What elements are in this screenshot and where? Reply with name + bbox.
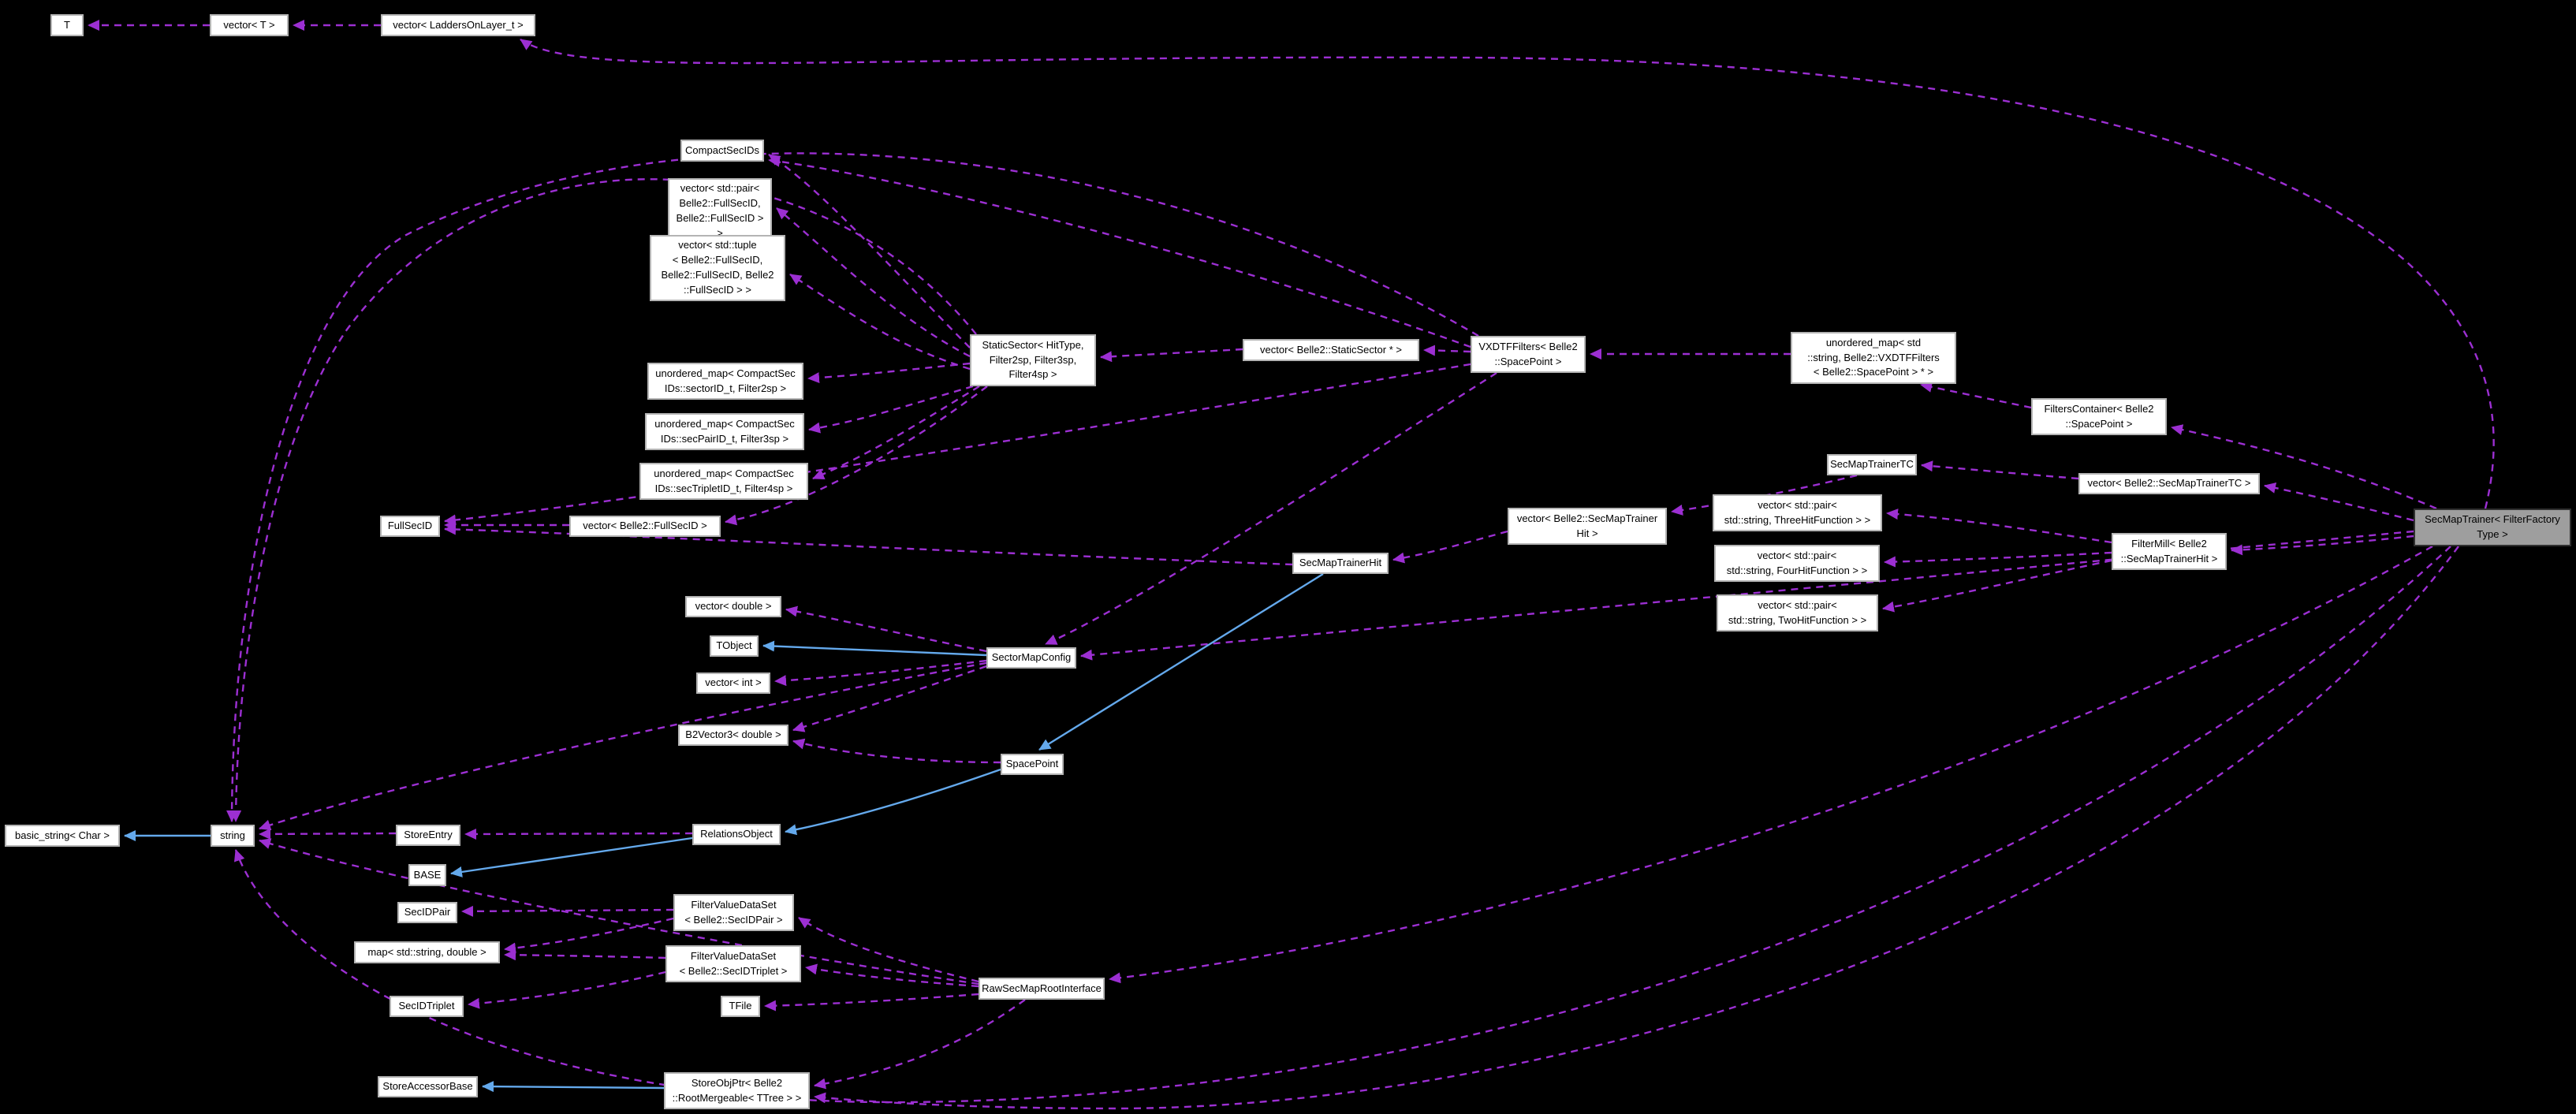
edge-filters-container-to-unordered-map-vxdtffilters bbox=[1920, 381, 2032, 409]
edge-sec-map-trainer-to-string bbox=[234, 546, 2451, 1104]
edge-raw-secmap-root-interface-to-t-file bbox=[764, 993, 979, 1012]
node-raw-secmap-root-interface[interactable]: RawSecMapRootInterface bbox=[979, 978, 1105, 1000]
edge-sec-map-trainer-to-vector-secmaptrainertc bbox=[2264, 482, 2414, 522]
edge-static-sector-to-unordered-map-secpair-filter3sp bbox=[808, 385, 974, 434]
node-unordered-map-secpair-filter3sp[interactable]: unordered_map< CompactSec IDs::secPairID… bbox=[645, 413, 804, 450]
node-vector-double[interactable]: vector< double > bbox=[685, 596, 781, 617]
node-unordered-map-sector-filter2sp[interactable]: unordered_map< CompactSec IDs::sectorID_… bbox=[647, 363, 803, 400]
edge-sec-map-trainer-to-store-obj-ptr bbox=[814, 546, 2459, 1110]
edge-filter-mill-to-vector-pair-threehitfunction bbox=[1886, 509, 2112, 544]
edge-vector-static-sector-ptr-to-static-sector bbox=[1100, 348, 1243, 363]
edge-sec-map-trainer-to-filters-container bbox=[2171, 424, 2437, 510]
edge-static-sector-to-vector-tuple-fullsecid bbox=[789, 273, 971, 371]
edge-raw-secmap-root-interface-to-filtervaluedataset-secidpair bbox=[798, 917, 979, 983]
edge-static-sector-to-unordered-map-sector-filter2sp bbox=[807, 362, 971, 384]
edge-sec-map-trainer-to-filter-mill bbox=[2231, 535, 2414, 556]
node-b2vector3-double[interactable]: B2Vector3< double > bbox=[678, 725, 788, 746]
edge-sec-map-trainer-hit-to-space-point bbox=[1038, 572, 1324, 751]
edge-raw-secmap-root-interface-to-string bbox=[259, 838, 979, 985]
edge-vxdtf-filters-to-string bbox=[226, 152, 1479, 822]
edge-filter-mill-to-vector-pair-twohitfunction bbox=[1882, 559, 2112, 613]
node-sec-id-triplet[interactable]: SecIDTriplet bbox=[390, 996, 464, 1017]
node-compact-sec-ids[interactable]: CompactSecIDs bbox=[680, 140, 764, 162]
node-basic-string-char[interactable]: basic_string< Char > bbox=[5, 825, 120, 847]
edge-sector-map-config-to-b2vector3-double bbox=[792, 665, 987, 732]
edge-vector-secmaptrainerhit-to-sec-map-trainer-hit bbox=[1392, 530, 1508, 564]
edge-relations-object-to-store-entry bbox=[464, 828, 693, 840]
node-vector-t[interactable]: vector< T > bbox=[210, 14, 289, 36]
edge-static-sector-to-unordered-map-sectriplet-filter4sp bbox=[812, 385, 980, 480]
node-vector-pair-fourhitfunction[interactable]: vector< std::pair< std::string, FourHitF… bbox=[1714, 545, 1880, 582]
edge-filtervaluedataset-secidpair-to-map-string-double bbox=[504, 917, 674, 954]
node-vector-int[interactable]: vector< int > bbox=[696, 672, 770, 694]
node-relations-object[interactable]: RelationsObject bbox=[692, 824, 781, 845]
edge-filtervaluedataset-secidtriplet-to-sec-id-triplet bbox=[468, 971, 666, 1009]
edge-vxdtf-filters-to-compact-sec-ids bbox=[768, 155, 1471, 348]
node-store-entry[interactable]: StoreEntry bbox=[396, 825, 460, 846]
node-unordered-map-sectriplet-filter4sp[interactable]: unordered_map< CompactSec IDs::secTriple… bbox=[639, 463, 808, 500]
node-string[interactable]: string bbox=[211, 825, 255, 847]
node-vector-secmaptrainertc[interactable]: vector< Belle2::SecMapTrainerTC > bbox=[2078, 473, 2260, 494]
edge-sector-map-config-to-t-object bbox=[762, 640, 987, 657]
edge-sector-map-config-to-vector-double bbox=[785, 605, 987, 653]
edge-space-point-to-b2vector3-double bbox=[792, 738, 1001, 764]
edge-sec-map-trainer-to-raw-secmap-root-interface bbox=[1109, 545, 2433, 984]
edge-vxdtf-filters-to-vector-static-sector-ptr bbox=[1423, 345, 1471, 356]
node-store-accessor-base[interactable]: StoreAccessorBase bbox=[378, 1076, 478, 1097]
node-t-file[interactable]: TFile bbox=[721, 996, 760, 1017]
node-vector-pair-twohitfunction[interactable]: vector< std::pair< std::string, TwoHitFu… bbox=[1717, 594, 1878, 632]
node-vxdtf-filters[interactable]: VXDTFFilters< Belle2 ::SpacePoint > bbox=[1471, 336, 1586, 373]
edge-sector-map-config-to-vector-int bbox=[774, 659, 987, 687]
edge-static-sector-to-vector-fullsecid bbox=[725, 386, 988, 526]
node-full-sec-id[interactable]: FullSecID bbox=[380, 516, 440, 537]
node-unordered-map-vxdtffilters[interactable]: unordered_map< std ::string, Belle2::VXD… bbox=[1791, 332, 1956, 384]
edge-sec-map-trainer-to-vector-ladders-on-layer bbox=[520, 39, 2495, 509]
edge-static-sector-to-vector-pair-fullsecid bbox=[776, 207, 971, 358]
edge-vector-secmaptrainertc-to-sec-map-trainer-tc bbox=[1921, 460, 2079, 480]
edge-space-point-to-relations-object bbox=[785, 768, 1001, 836]
node-static-sector[interactable]: StaticSector< HitType, Filter2sp, Filter… bbox=[970, 334, 1096, 386]
node-map-string-double[interactable]: map< std::string, double > bbox=[354, 941, 500, 963]
edge-relations-object-to-base bbox=[450, 836, 693, 877]
edge-raw-secmap-root-interface-to-store-obj-ptr bbox=[814, 999, 1026, 1090]
edge-sec-map-trainer-to-sector-map-config bbox=[1080, 530, 2414, 661]
node-store-obj-ptr[interactable]: StoreObjPtr< Belle2 ::RootMergeable< TTr… bbox=[664, 1072, 810, 1109]
node-filter-mill[interactable]: FilterMill< Belle2 ::SecMapTrainerHit > bbox=[2112, 533, 2227, 570]
edge-store-entry-to-string bbox=[259, 828, 397, 840]
node-vector-pair-threehitfunction[interactable]: vector< std::pair< std::string, ThreeHit… bbox=[1713, 494, 1882, 531]
edge-vxdtf-filters-to-sector-map-config bbox=[1045, 371, 1497, 646]
node-vector-fullsecid[interactable]: vector< Belle2::FullSecID > bbox=[569, 516, 721, 537]
node-t-object[interactable]: TObject bbox=[710, 635, 759, 657]
edge-raw-secmap-root-interface-to-filtervaluedataset-secidtriplet bbox=[805, 963, 979, 988]
node-vector-ladders-on-layer[interactable]: vector< LaddersOnLayer_t > bbox=[381, 14, 535, 36]
node-vector-pair-fullsecid[interactable]: vector< std::pair< Belle2::FullSecID, Be… bbox=[668, 178, 772, 244]
edge-sector-map-config-to-string bbox=[259, 661, 987, 831]
node-sec-map-trainer-hit[interactable]: SecMapTrainerHit bbox=[1292, 553, 1389, 574]
node-space-point[interactable]: SpacePoint bbox=[1001, 754, 1064, 775]
edge-filtervaluedataset-secidpair-to-sec-id-pair bbox=[461, 905, 674, 917]
edge-sec-map-trainer-hit-to-full-sec-id bbox=[444, 523, 1293, 566]
node-sec-id-pair[interactable]: SecIDPair bbox=[397, 902, 457, 923]
node-vector-tuple-fullsecid[interactable]: vector< std::tuple < Belle2::FullSecID, … bbox=[650, 235, 785, 301]
node-filtervaluedataset-secidtriplet[interactable]: FilterValueDataSet < Belle2::SecIDTriple… bbox=[665, 945, 801, 982]
edge-filtervaluedataset-secidtriplet-to-map-string-double bbox=[504, 949, 666, 961]
edge-store-obj-ptr-to-store-accessor-base bbox=[482, 1081, 665, 1093]
node-t[interactable]: T bbox=[50, 14, 84, 36]
node-sector-map-config[interactable]: SectorMapConfig bbox=[986, 647, 1076, 669]
edge-vxdtf-filters-to-full-sec-id bbox=[444, 363, 1471, 526]
node-sec-map-trainer-tc[interactable]: SecMapTrainerTC bbox=[1827, 454, 1917, 475]
node-filtervaluedataset-secidpair[interactable]: FilterValueDataSet < Belle2::SecIDPair > bbox=[673, 894, 794, 931]
node-base[interactable]: BASE bbox=[408, 864, 446, 886]
node-vector-static-sector-ptr[interactable]: vector< Belle2::StaticSector * > bbox=[1243, 339, 1419, 361]
edge-filter-mill-to-vector-pair-fourhitfunction bbox=[1884, 551, 2112, 568]
edge-static-sector-to-compact-sec-ids bbox=[768, 154, 971, 348]
node-vector-secmaptrainerhit[interactable]: vector< Belle2::SecMapTrainer Hit > bbox=[1508, 508, 1667, 545]
node-filters-container[interactable]: FiltersContainer< Belle2 ::SpacePoint > bbox=[2031, 398, 2167, 435]
node-sec-map-trainer[interactable]: SecMapTrainer< FilterFactory Type > bbox=[2414, 509, 2571, 546]
